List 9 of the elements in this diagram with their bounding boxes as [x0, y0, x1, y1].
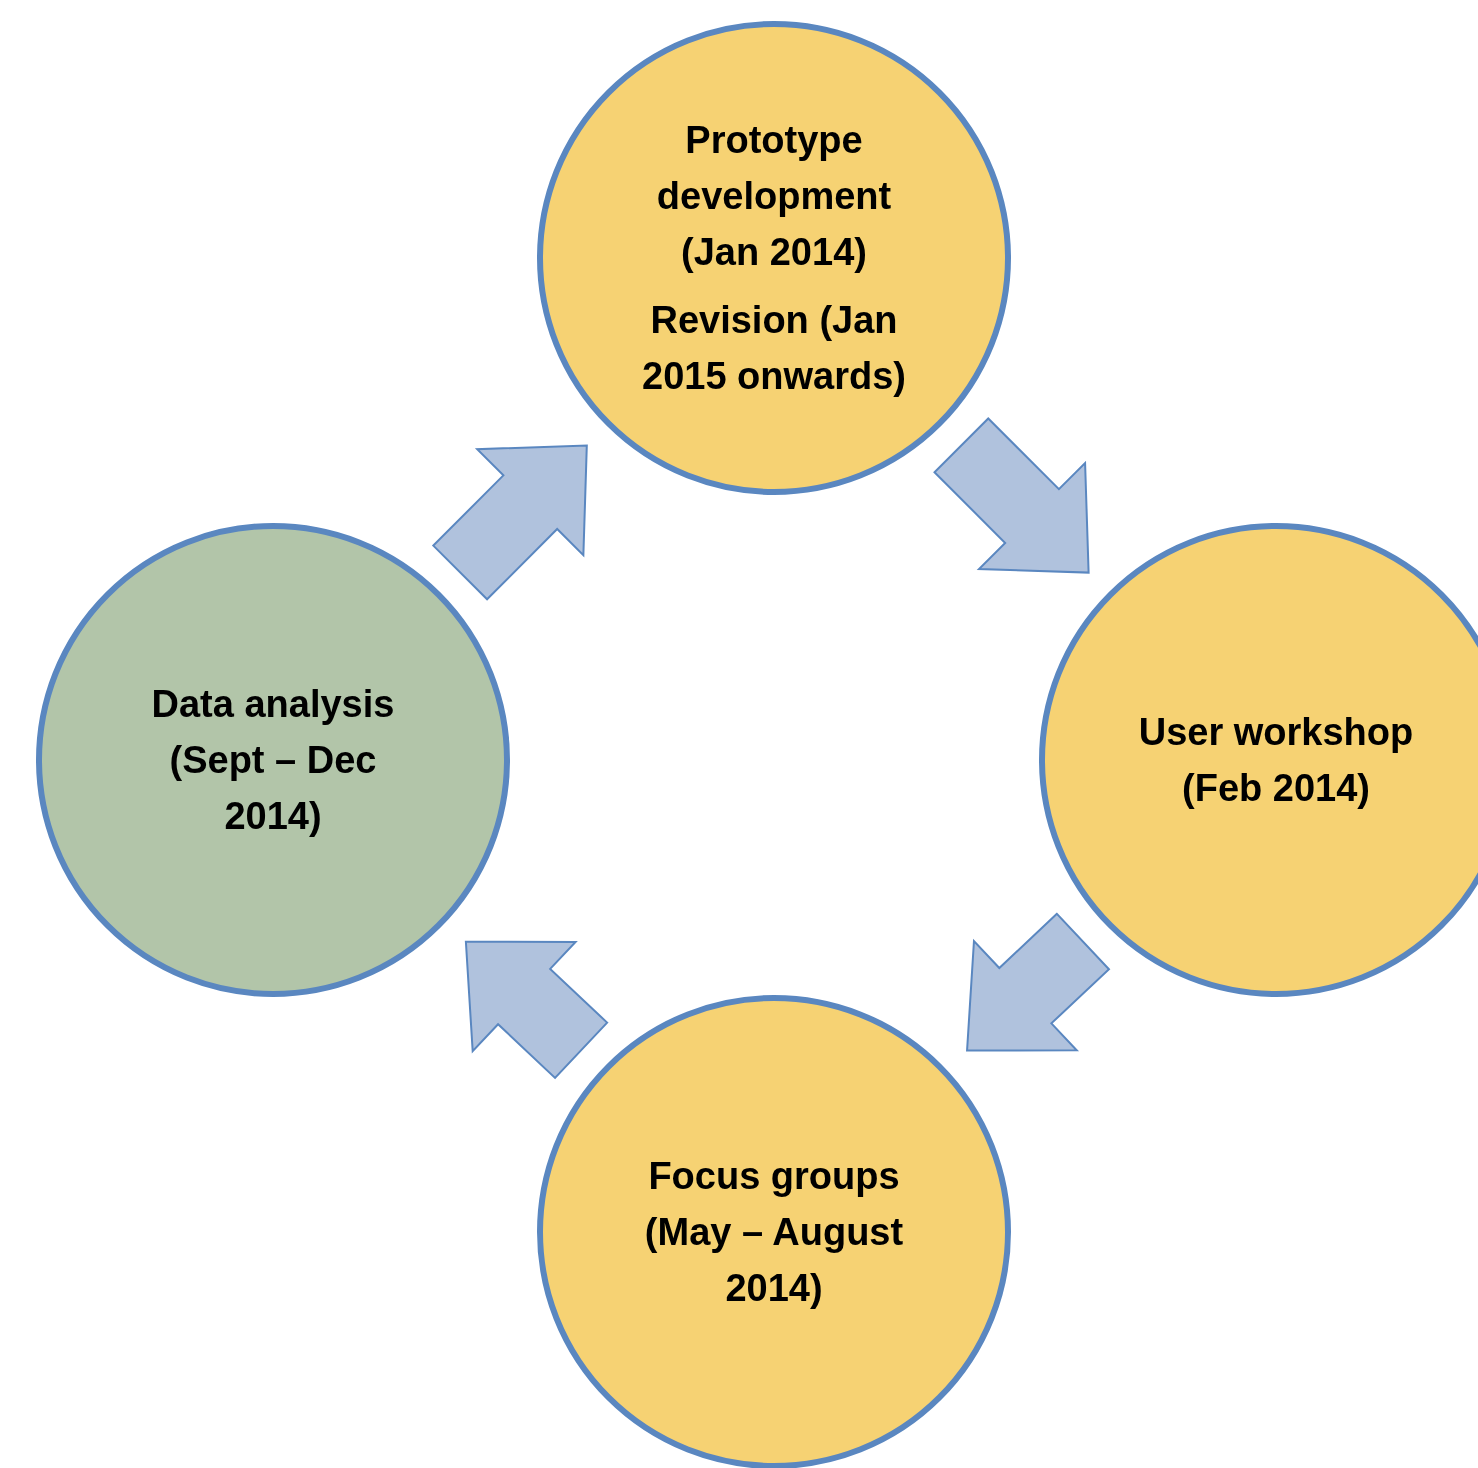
block-arrow	[933, 417, 1090, 574]
stage-label: Revision (Jan 2015 onwards)	[641, 298, 907, 399]
stage-label: User workshop (Feb 2014)	[1137, 710, 1415, 811]
stage-label: Data analysis (Sept – Dec 2014)	[150, 682, 396, 839]
block-arrow	[431, 444, 588, 601]
block-arrow	[464, 940, 609, 1080]
stage-label: Prototype development (Jan 2014)	[655, 118, 893, 275]
block-arrow	[966, 912, 1111, 1052]
stage-label: Focus groups (May – August 2014)	[643, 1154, 905, 1311]
